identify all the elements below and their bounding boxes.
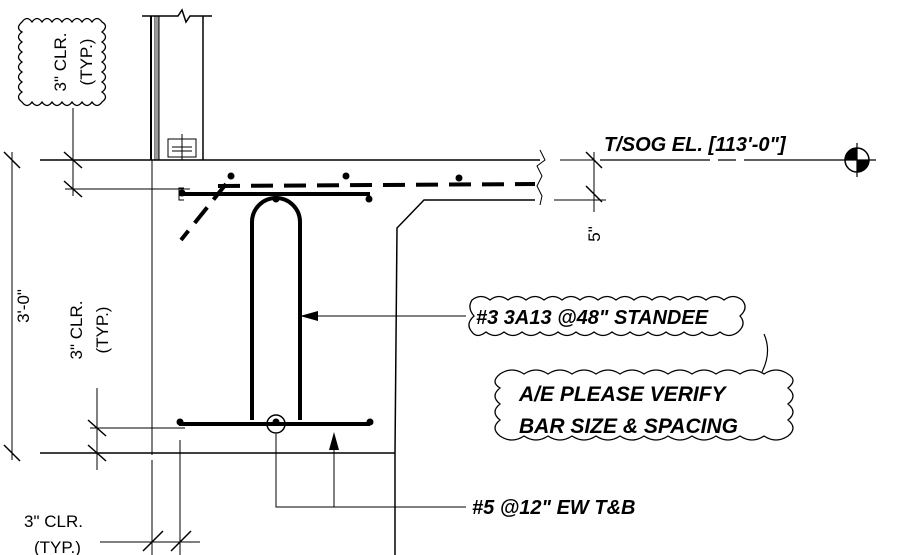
slab-thickness-label: 5": [585, 226, 604, 242]
side-cover-dimension: [100, 440, 200, 555]
reinforcement: [176, 172, 536, 434]
standee-leader: [300, 311, 466, 321]
verify-note-line-2: BAR SIZE & SPACING: [519, 415, 738, 438]
wall-section: [142, 8, 212, 160]
elevation-target-icon: [840, 143, 876, 177]
slab-footing-outline: [40, 149, 594, 555]
top-cover-label-2: (TYP.): [77, 39, 96, 86]
verify-note-line-1: A/E PLEASE VERIFY: [518, 383, 728, 406]
side-cover-label-2: (TYP.): [34, 538, 81, 555]
verify-note-cloud: [494, 369, 794, 441]
standee-callout-text: #3 3A13 @48" STANDEE: [476, 307, 709, 329]
slab-thickness-dimension: [554, 151, 606, 212]
bottom-bars-label: #5 @12" EW T&B: [472, 497, 635, 519]
standee-callout-cloud: [468, 295, 746, 337]
top-cover-label-1: 3" CLR.: [51, 33, 70, 92]
bottom-bars-leader: [275, 432, 466, 508]
top-cover-note: 3" CLR. (TYP.): [17, 17, 107, 107]
depth-dimension: [3, 151, 21, 462]
side-cover-label-1: 3" CLR.: [24, 512, 83, 531]
mid-cover-label-1: 3" CLR.: [67, 301, 86, 360]
top-cover-dimension: [63, 108, 190, 198]
depth-dimension-label: 3'-0": [14, 289, 33, 323]
verify-connector: [761, 333, 769, 373]
elevation-label: T/SOG EL. [113'-0"]: [604, 134, 787, 156]
bottom-cover-dimension: [87, 388, 185, 470]
mid-cover-label-2: (TYP.): [93, 307, 112, 354]
